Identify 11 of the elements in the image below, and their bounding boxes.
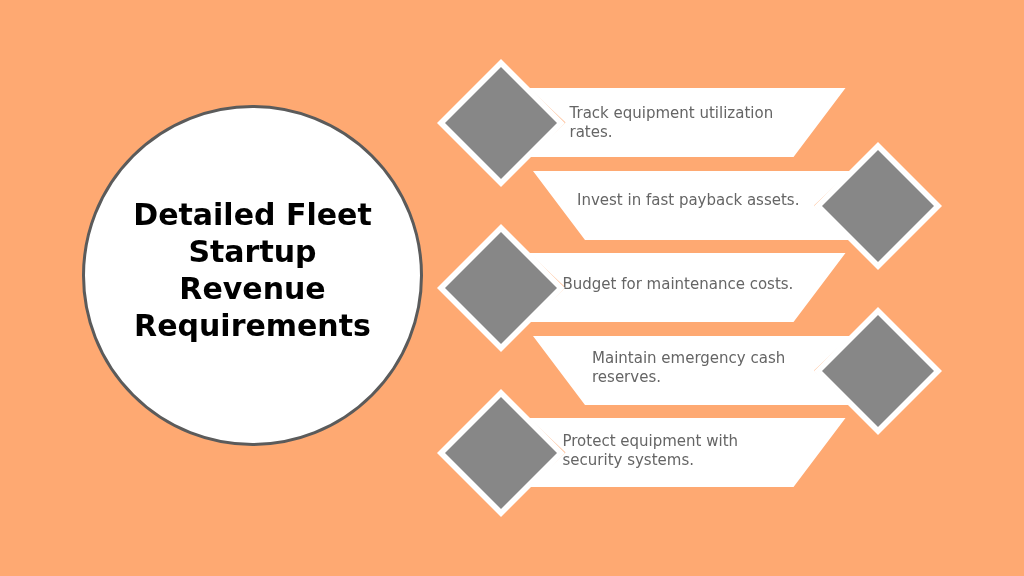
banner-text: Track equipment utilization rates. [569, 103, 775, 142]
banner-text: Budget for maintenance costs. [562, 275, 795, 294]
banner-text: Invest in fast payback assets. [577, 191, 801, 210]
banner-text: Maintain emergency cash reserves. [592, 348, 787, 387]
banner [528, 418, 845, 487]
banner [528, 88, 845, 157]
banner [528, 253, 845, 322]
circle-title: Detailed Fleet Startup Revenue Requirements [132, 195, 373, 344]
banner [533, 171, 851, 240]
banner [533, 336, 851, 405]
banner-text: Protect equipment with security systems. [562, 431, 740, 470]
